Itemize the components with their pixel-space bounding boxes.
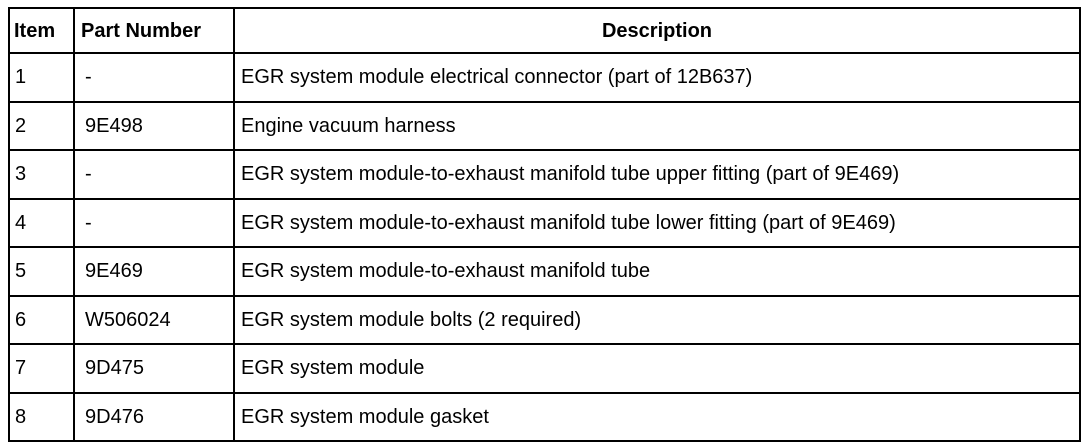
part-number-cell: - bbox=[73, 149, 235, 200]
description-cell: EGR system module-to-exhaust manifold tu… bbox=[233, 149, 1081, 200]
description-cell: EGR system module-to-exhaust manifold tu… bbox=[233, 197, 1081, 248]
column-header-item: Item bbox=[8, 7, 75, 54]
table-row: 4 - EGR system module-to-exhaust manifol… bbox=[8, 197, 1081, 248]
item-cell: 7 bbox=[8, 343, 75, 394]
part-number-cell: 9D475 bbox=[73, 343, 235, 394]
item-cell: 4 bbox=[8, 197, 75, 248]
item-cell: 1 bbox=[8, 52, 75, 103]
table-row: 2 9E498 Engine vacuum harness bbox=[8, 100, 1081, 151]
item-cell: 2 bbox=[8, 100, 75, 151]
table-row: 3 - EGR system module-to-exhaust manifol… bbox=[8, 149, 1081, 200]
description-cell: EGR system module electrical connector (… bbox=[233, 52, 1081, 103]
item-cell: 5 bbox=[8, 246, 75, 297]
part-number-cell: 9E469 bbox=[73, 246, 235, 297]
column-header-part-number: Part Number bbox=[73, 7, 235, 54]
parts-table: Item Part Number Description 1 - EGR sys… bbox=[8, 7, 1081, 442]
item-cell: 6 bbox=[8, 294, 75, 345]
table-row: 8 9D476 EGR system module gasket bbox=[8, 391, 1081, 442]
part-number-cell: 9D476 bbox=[73, 391, 235, 442]
table-row: 6 W506024 EGR system module bolts (2 req… bbox=[8, 294, 1081, 345]
description-cell: EGR system module bolts (2 required) bbox=[233, 294, 1081, 345]
description-cell: Engine vacuum harness bbox=[233, 100, 1081, 151]
table-row: 7 9D475 EGR system module bbox=[8, 343, 1081, 394]
part-number-cell: W506024 bbox=[73, 294, 235, 345]
part-number-cell: 9E498 bbox=[73, 100, 235, 151]
column-header-description: Description bbox=[233, 7, 1081, 54]
part-number-cell: - bbox=[73, 197, 235, 248]
header-row: Item Part Number Description bbox=[8, 7, 1081, 54]
description-cell: EGR system module gasket bbox=[233, 391, 1081, 442]
description-cell: EGR system module bbox=[233, 343, 1081, 394]
item-cell: 3 bbox=[8, 149, 75, 200]
table-header: Item Part Number Description bbox=[8, 7, 1081, 54]
part-number-cell: - bbox=[73, 52, 235, 103]
table-row: 5 9E469 EGR system module-to-exhaust man… bbox=[8, 246, 1081, 297]
table-body: 1 - EGR system module electrical connect… bbox=[8, 52, 1081, 442]
table-row: 1 - EGR system module electrical connect… bbox=[8, 52, 1081, 103]
item-cell: 8 bbox=[8, 391, 75, 442]
description-cell: EGR system module-to-exhaust manifold tu… bbox=[233, 246, 1081, 297]
